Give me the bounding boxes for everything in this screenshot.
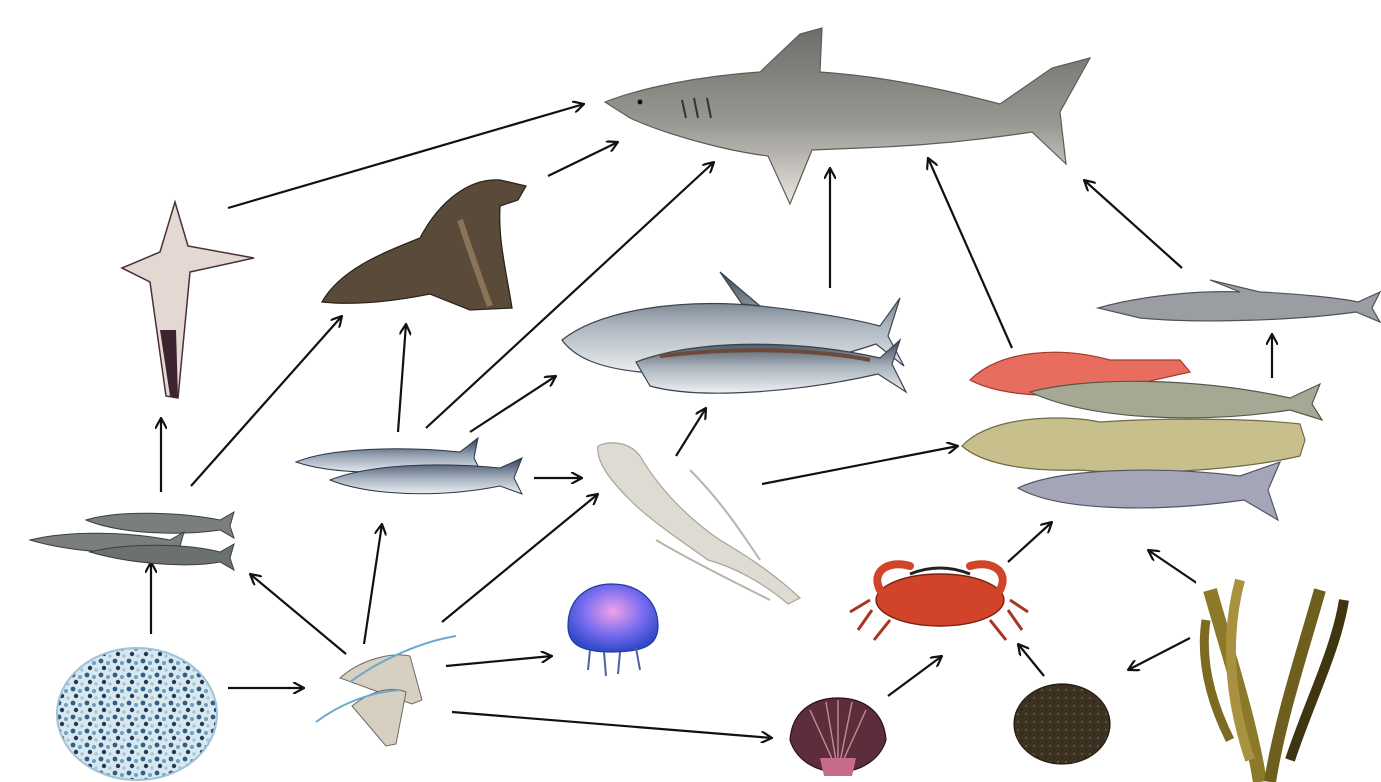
arrow-squid-to-reef-fish	[762, 446, 958, 484]
arrow-barracouta-to-shark	[1084, 180, 1182, 268]
arrow-zooplankton-to-anchovy	[250, 574, 346, 654]
tuna-icon	[562, 272, 906, 393]
arrow-detritus-to-crab	[1018, 644, 1044, 676]
barracouta-icon	[1098, 280, 1380, 322]
arrow-kelp-to-detritus	[1128, 638, 1190, 670]
reef-fish-group-icon	[962, 352, 1322, 520]
arrow-zooplankton-to-scallop	[452, 712, 772, 738]
arrow-reef-fish-to-shark	[928, 158, 1012, 348]
squid-icon	[598, 443, 800, 604]
great-white-shark-icon	[605, 28, 1090, 204]
zooplankton-krill-icon	[316, 636, 456, 746]
mackerel-icon	[296, 438, 522, 494]
kelp-icon	[1196, 572, 1346, 782]
arrow-zooplankton-to-mackerel	[364, 524, 382, 644]
feeding-arrows	[151, 104, 1272, 738]
arrow-mackerel-to-tuna	[470, 376, 556, 432]
arrow-scallop-to-crab	[888, 656, 942, 696]
anchovy-icon	[30, 512, 234, 570]
arrow-sea-lion-to-shark	[548, 142, 618, 176]
arrow-crab-to-reef-fish	[1008, 522, 1052, 562]
arrow-squid-to-tuna	[676, 408, 706, 456]
phytoplankton-icon	[57, 648, 217, 780]
detritus-icon	[1014, 684, 1110, 764]
crab-icon	[850, 564, 1028, 640]
albatross-icon	[122, 202, 254, 398]
scallop-icon	[790, 698, 886, 776]
arrow-albatross-to-shark	[228, 104, 584, 208]
arrow-zooplankton-to-jellyfish	[446, 656, 552, 666]
arrow-mackerel-to-sea-lion	[398, 324, 406, 432]
sea-lion-icon	[322, 180, 526, 310]
jellyfish-icon	[568, 584, 658, 676]
